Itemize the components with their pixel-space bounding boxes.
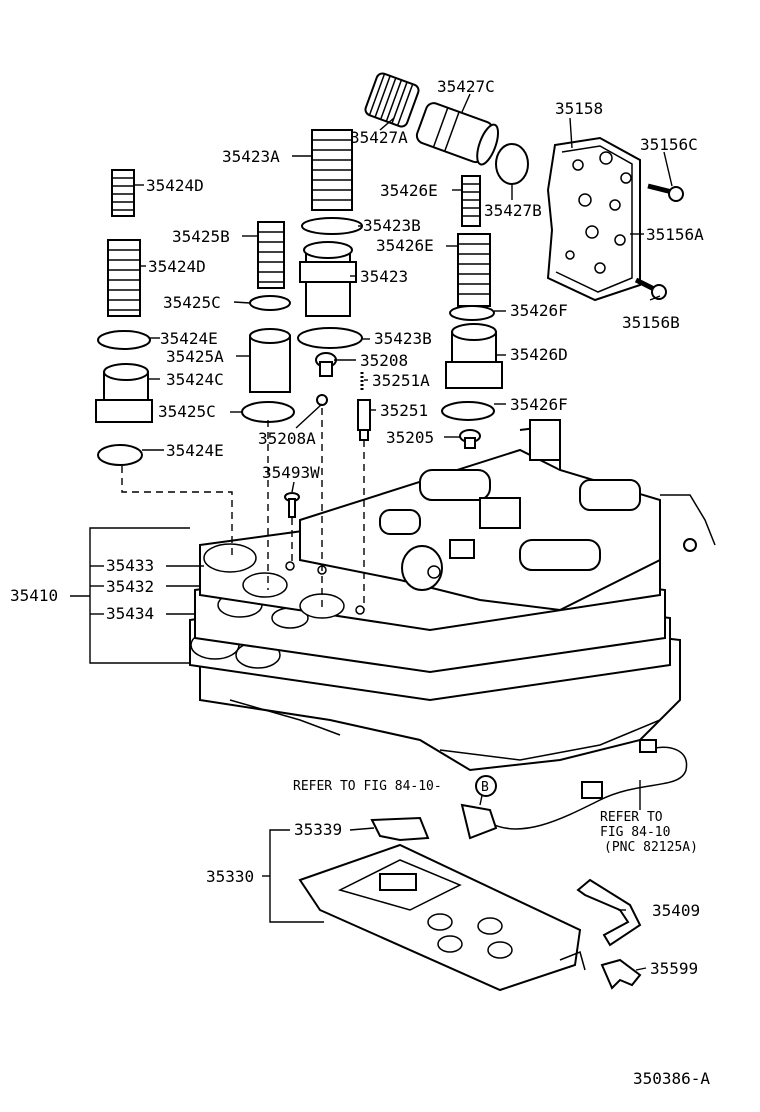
label-35424D-lower: 35424D (148, 257, 206, 276)
plate-35158 (546, 136, 641, 302)
part-labels: 35427C 35427A 35158 35156C 35423A 35424D… (10, 77, 710, 1088)
label-35251A: 35251A (372, 371, 430, 390)
plug-35205 (459, 429, 481, 449)
label-35158: 35158 (555, 99, 603, 118)
ring-35424E-lower (97, 444, 143, 466)
alignment-lines (121, 408, 365, 610)
strainer-35330 (298, 843, 586, 992)
ring-35424E-upper (97, 330, 151, 350)
sleeve-35426D (445, 323, 503, 389)
sleeve-35425A (249, 328, 291, 393)
spring-35426E-lower (457, 233, 491, 307)
bolt-35156C (647, 183, 684, 202)
label-35156C: 35156C (640, 135, 698, 154)
label-35409: 35409 (652, 901, 700, 920)
label-35424C: 35424C (166, 370, 224, 389)
label-35425B: 35425B (172, 227, 230, 246)
label-35330: 35330 (206, 867, 254, 886)
label-35424E-lower: 35424E (166, 441, 224, 460)
label-35427C: 35427C (437, 77, 495, 96)
ring-35426F-lower (441, 401, 495, 421)
ring-35423B-lower (297, 327, 363, 349)
ring-35423B-upper (301, 217, 363, 235)
spring-35425B (257, 221, 285, 289)
ring-35426F-upper (449, 305, 495, 321)
label-refer-badge: B (481, 780, 489, 795)
label-35426F-lower: 35426F (510, 395, 568, 414)
label-35426D: 35426D (510, 345, 568, 364)
spring-35426E-upper (461, 175, 481, 227)
label-35156B: 35156B (622, 313, 680, 332)
label-35339: 35339 (294, 820, 342, 839)
label-35493W: 35493W (262, 463, 320, 482)
label-35251: 35251 (380, 401, 428, 420)
label-35425C-lower: 35425C (158, 402, 216, 421)
oring-35427B (495, 143, 529, 185)
label-35426F-upper: 35426F (510, 301, 568, 320)
bolt-35156B (634, 277, 667, 300)
label-35427A: 35427A (350, 128, 408, 147)
screw-35493W (284, 492, 300, 518)
spring-35427A (364, 72, 420, 128)
valve-35251 (357, 399, 371, 441)
label-35423B-lower: 35423B (374, 329, 432, 348)
plug-35208 (315, 352, 337, 377)
oring-35208A (316, 394, 328, 406)
figure-id: 350386-A (633, 1069, 710, 1088)
label-35434: 35434 (106, 604, 154, 623)
label-35433: 35433 (106, 556, 154, 575)
label-35205: 35205 (386, 428, 434, 447)
bracket-35409 (576, 878, 642, 947)
solenoid (401, 539, 475, 591)
label-35424E-upper: 35424E (160, 329, 218, 348)
plug-35427C (415, 102, 500, 166)
refer-badge-circle (475, 775, 497, 797)
label-35423A: 35423A (222, 147, 280, 166)
label-35208: 35208 (360, 351, 408, 370)
label-35425A: 35425A (166, 347, 224, 366)
gasket-35339 (370, 816, 430, 842)
valve-body-upper (299, 419, 716, 612)
label-35425C-upper: 35425C (163, 293, 221, 312)
label-35424D-upper: 35424D (146, 176, 204, 195)
label-refer-line3: (PNC 82125A) (604, 840, 698, 855)
label-35423: 35423 (360, 267, 408, 286)
ring-35425C-lower (241, 401, 295, 423)
label-refer-line1: REFER TO (600, 810, 663, 825)
ring-35425C-upper (249, 295, 291, 311)
label-35423B-upper: 35423B (363, 216, 421, 235)
label-35156A: 35156A (646, 225, 704, 244)
label-35432: 35432 (106, 577, 154, 596)
label-35208A: 35208A (258, 429, 316, 448)
spring-35423A (311, 129, 353, 211)
label-35426E-upper: 35426E (380, 181, 438, 200)
wire-harness (460, 739, 688, 840)
label-35426E-lower: 35426E (376, 236, 434, 255)
clip-35599 (600, 958, 642, 990)
label-35599: 35599 (650, 959, 698, 978)
group-brackets (70, 527, 324, 923)
spring-35424D-lower (107, 239, 141, 317)
label-refer-line2: FIG 84-10 (600, 825, 670, 840)
sleeve-35423 (299, 241, 357, 317)
label-refer-fig-84-10-b: REFER TO FIG 84-10- (293, 779, 442, 794)
sleeve-35424C (95, 363, 153, 423)
spring-35424D-upper (111, 169, 135, 217)
label-35427B: 35427B (484, 201, 542, 220)
label-35410: 35410 (10, 586, 58, 605)
